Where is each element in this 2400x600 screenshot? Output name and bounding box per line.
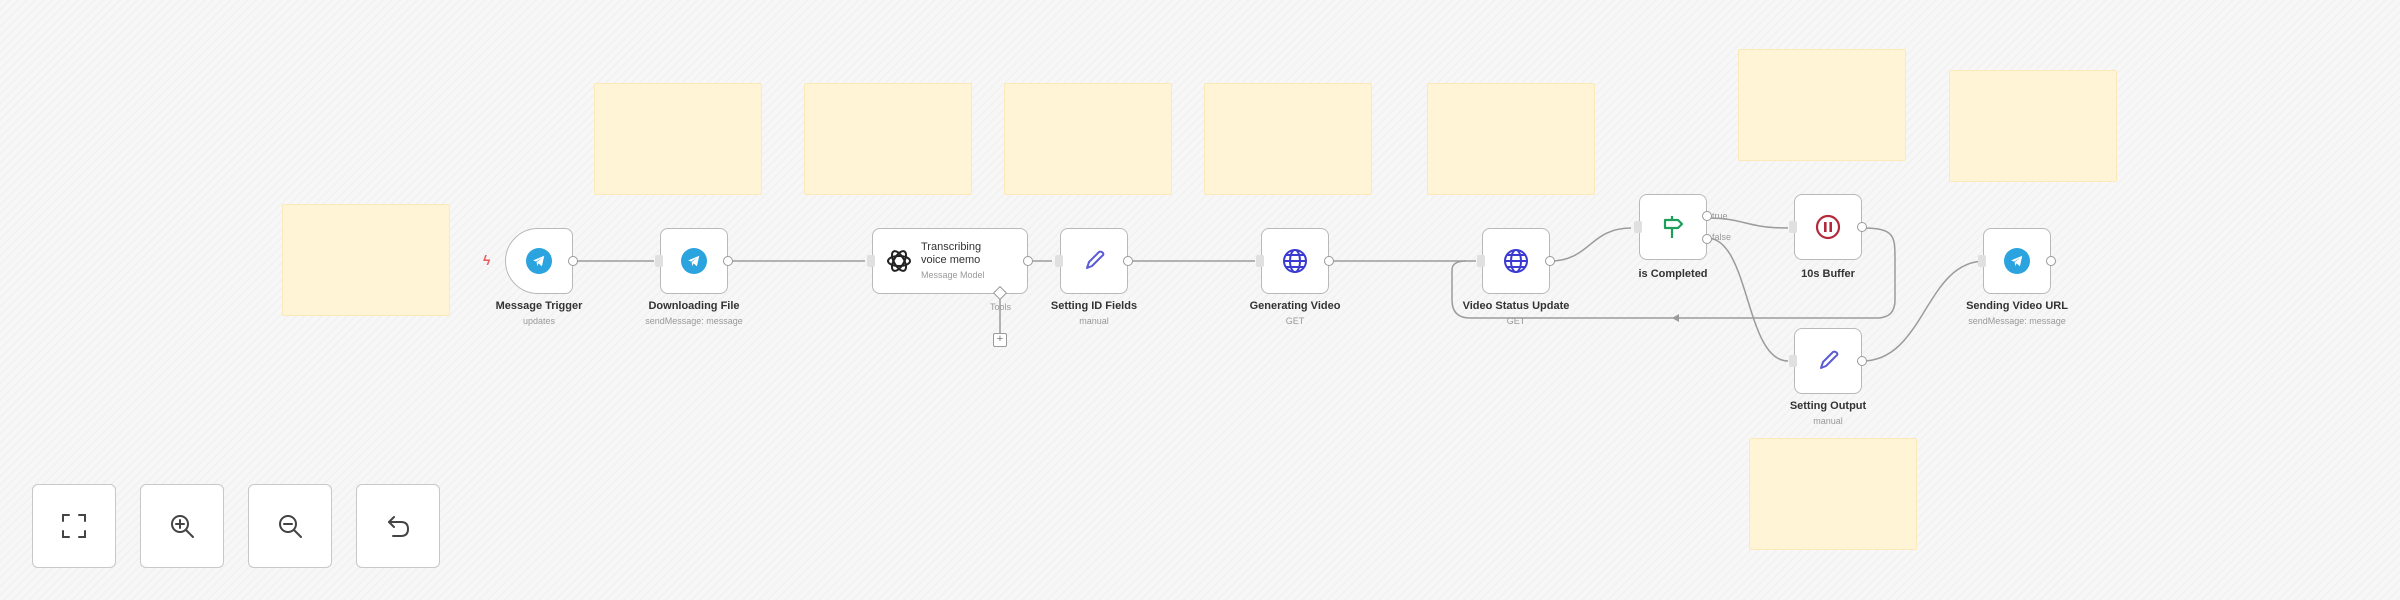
signpost-icon [1663, 216, 1684, 238]
node-sublabel: sendMessage: message [645, 316, 743, 326]
node-sublabel: GET [1506, 316, 1526, 326]
node-sublabel: manual [1079, 316, 1109, 326]
node-title-line: Transcribing [921, 240, 982, 253]
output-handle[interactable] [1857, 222, 1867, 232]
node-transcribing-voice-memo[interactable]: Transcribing voice memo Message Model [867, 228, 1033, 294]
node-sublabel: GET [1285, 316, 1305, 326]
node-sublabel: updates [522, 316, 556, 326]
output-handle[interactable] [568, 256, 578, 266]
false-output-handle[interactable] [1702, 233, 1712, 244]
node-generating-video[interactable] [1256, 228, 1334, 294]
sticky-note[interactable] [282, 204, 450, 316]
node-label: Video Status Update [1462, 300, 1570, 312]
zoom-in-icon [171, 515, 194, 538]
output-handle[interactable] [1545, 256, 1555, 266]
node-sublabel: manual [1813, 416, 1843, 426]
pencil-icon [1086, 250, 1105, 269]
input-handle[interactable] [1256, 255, 1264, 267]
node-is-completed[interactable] [1634, 194, 1712, 260]
telegram-icon [2004, 248, 2030, 274]
output-handle[interactable] [1023, 256, 1033, 266]
node-10s-buffer[interactable] [1789, 194, 1867, 260]
sticky-note[interactable] [1949, 70, 2117, 182]
true-output-handle[interactable] [1702, 211, 1712, 222]
node-label: 10s Buffer [1801, 268, 1855, 280]
undo-button[interactable] [356, 484, 440, 568]
input-handle[interactable] [655, 255, 663, 267]
sticky-note[interactable] [594, 83, 762, 195]
globe-icon [1283, 249, 1307, 273]
input-handle[interactable] [1789, 355, 1797, 367]
loop-arrow [1672, 314, 1679, 322]
input-handle[interactable] [1789, 221, 1797, 233]
openai-icon [887, 250, 911, 272]
node-message-trigger[interactable] [505, 228, 578, 294]
input-handle[interactable] [1055, 255, 1063, 267]
node-label: Downloading File [648, 300, 740, 312]
node-title: Transcribing voice memo Message Model [921, 241, 1011, 282]
node-label: is Completed [1638, 268, 1708, 280]
input-handle[interactable] [1634, 221, 1642, 233]
pause-icon [1815, 214, 1841, 240]
sticky-note[interactable] [1749, 438, 1917, 550]
connection [1549, 227, 1632, 262]
node-sending-video-url[interactable] [1978, 228, 2056, 294]
sticky-note[interactable] [804, 83, 972, 195]
node-sublabel: Message Model [921, 269, 985, 280]
output-handle[interactable] [1324, 256, 1334, 266]
input-handle[interactable] [1978, 255, 1986, 267]
sticky-note[interactable] [1004, 83, 1172, 195]
input-handle[interactable] [1477, 255, 1485, 267]
node-label: Generating Video [1249, 300, 1341, 312]
globe-icon [1504, 249, 1528, 273]
node-sublabel: sendMessage: message [1968, 316, 2066, 326]
false-branch-label: false [1712, 232, 1732, 242]
node-setting-output[interactable] [1789, 328, 1867, 394]
sticky-note[interactable] [1204, 83, 1372, 195]
zoom-out-button[interactable] [248, 484, 332, 568]
node-title-line: voice memo [921, 253, 981, 266]
output-handle[interactable] [2046, 256, 2056, 266]
undo-icon [388, 516, 409, 537]
tool-label: Tools [990, 302, 1012, 312]
zoom-out-icon [279, 515, 302, 538]
trigger-bolt-icon: ϟ [483, 252, 491, 268]
node-label: Setting Output [1789, 400, 1867, 412]
fit-view-icon [62, 514, 86, 538]
node-label: Sending Video URL [1966, 300, 2068, 312]
node-setting-id-fields[interactable] [1055, 228, 1133, 294]
add-tool-button[interactable]: + [993, 333, 1007, 347]
node-video-status-update[interactable] [1477, 228, 1555, 294]
node-label: Message Trigger [495, 300, 583, 312]
input-handle[interactable] [867, 255, 875, 267]
sticky-note[interactable] [1738, 49, 1906, 161]
telegram-icon [681, 248, 707, 274]
pencil-icon [1820, 350, 1839, 369]
true-branch-label: true [1712, 211, 1728, 221]
node-label: Setting ID Fields [1050, 300, 1138, 312]
zoom-in-button[interactable] [140, 484, 224, 568]
connection [1706, 237, 1789, 362]
telegram-icon [526, 248, 552, 274]
sticky-note[interactable] [1427, 83, 1595, 195]
output-handle[interactable] [1857, 356, 1867, 366]
node-downloading-file[interactable] [655, 228, 733, 294]
output-handle[interactable] [1123, 256, 1133, 266]
output-handle[interactable] [723, 256, 733, 266]
fit-view-button[interactable] [32, 484, 116, 568]
